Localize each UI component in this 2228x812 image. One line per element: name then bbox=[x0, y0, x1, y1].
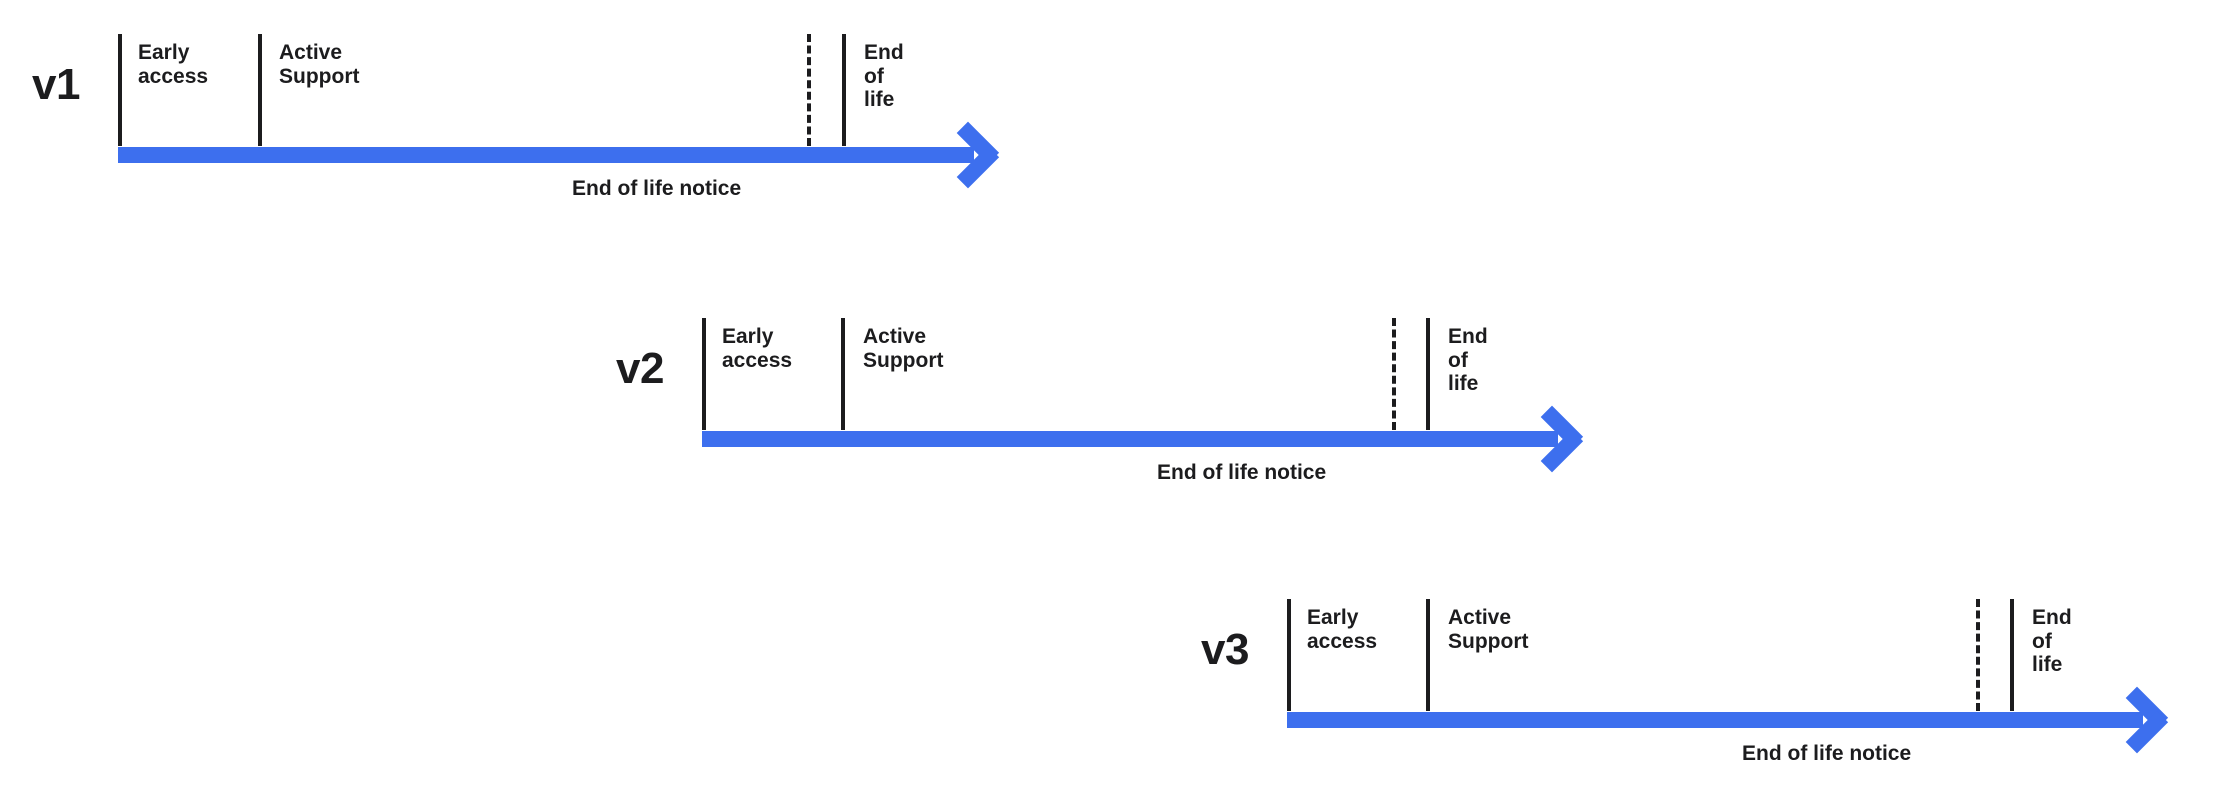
phase-label-end-of-life-v2: End of life bbox=[1448, 325, 1488, 396]
phase-label-early-access-v1: Early access bbox=[138, 41, 209, 88]
phase-divider-start-v2 bbox=[702, 318, 706, 430]
eol-notice-divider-v3 bbox=[1976, 599, 1980, 711]
eol-notice-label-v1: End of life notice bbox=[572, 177, 742, 200]
phase-label-active-support-v2: Active Support bbox=[863, 325, 944, 372]
phase-divider-end-of-life-v3 bbox=[2010, 599, 2014, 711]
eol-notice-divider-v1 bbox=[807, 34, 811, 146]
timeline-arrow-head-icon-v2 bbox=[1540, 405, 1590, 473]
timeline-arrow-head-icon-v3 bbox=[2125, 686, 2175, 754]
version-label-v2: v2 bbox=[616, 344, 664, 393]
phase-label-active-support-v3: Active Support bbox=[1448, 606, 1529, 653]
timeline-arrow-shaft-v3 bbox=[1287, 712, 2143, 728]
timeline-arrow-shaft-v2 bbox=[702, 431, 1558, 447]
eol-notice-divider-v2 bbox=[1392, 318, 1396, 430]
phase-label-early-access-v2: Early access bbox=[722, 325, 793, 372]
phase-label-early-access-v3: Early access bbox=[1307, 606, 1378, 653]
timeline-arrow-head-icon-v1 bbox=[956, 121, 1006, 189]
phase-label-active-support-v1: Active Support bbox=[279, 41, 360, 88]
phase-divider-start-v1 bbox=[118, 34, 122, 146]
phase-divider-end-of-life-v1 bbox=[842, 34, 846, 146]
eol-notice-label-v2: End of life notice bbox=[1157, 461, 1327, 484]
phase-label-end-of-life-v1: End of life bbox=[864, 41, 904, 112]
phase-divider-active-support-v3 bbox=[1426, 599, 1430, 711]
phase-label-end-of-life-v3: End of life bbox=[2032, 606, 2072, 677]
phase-divider-active-support-v1 bbox=[258, 34, 262, 146]
phase-divider-active-support-v2 bbox=[841, 318, 845, 430]
eol-notice-label-v3: End of life notice bbox=[1742, 742, 1912, 765]
timeline-arrow-shaft-v1 bbox=[118, 147, 974, 163]
version-label-v1: v1 bbox=[32, 60, 80, 109]
version-label-v3: v3 bbox=[1201, 625, 1249, 674]
phase-divider-start-v3 bbox=[1287, 599, 1291, 711]
phase-divider-end-of-life-v2 bbox=[1426, 318, 1430, 430]
